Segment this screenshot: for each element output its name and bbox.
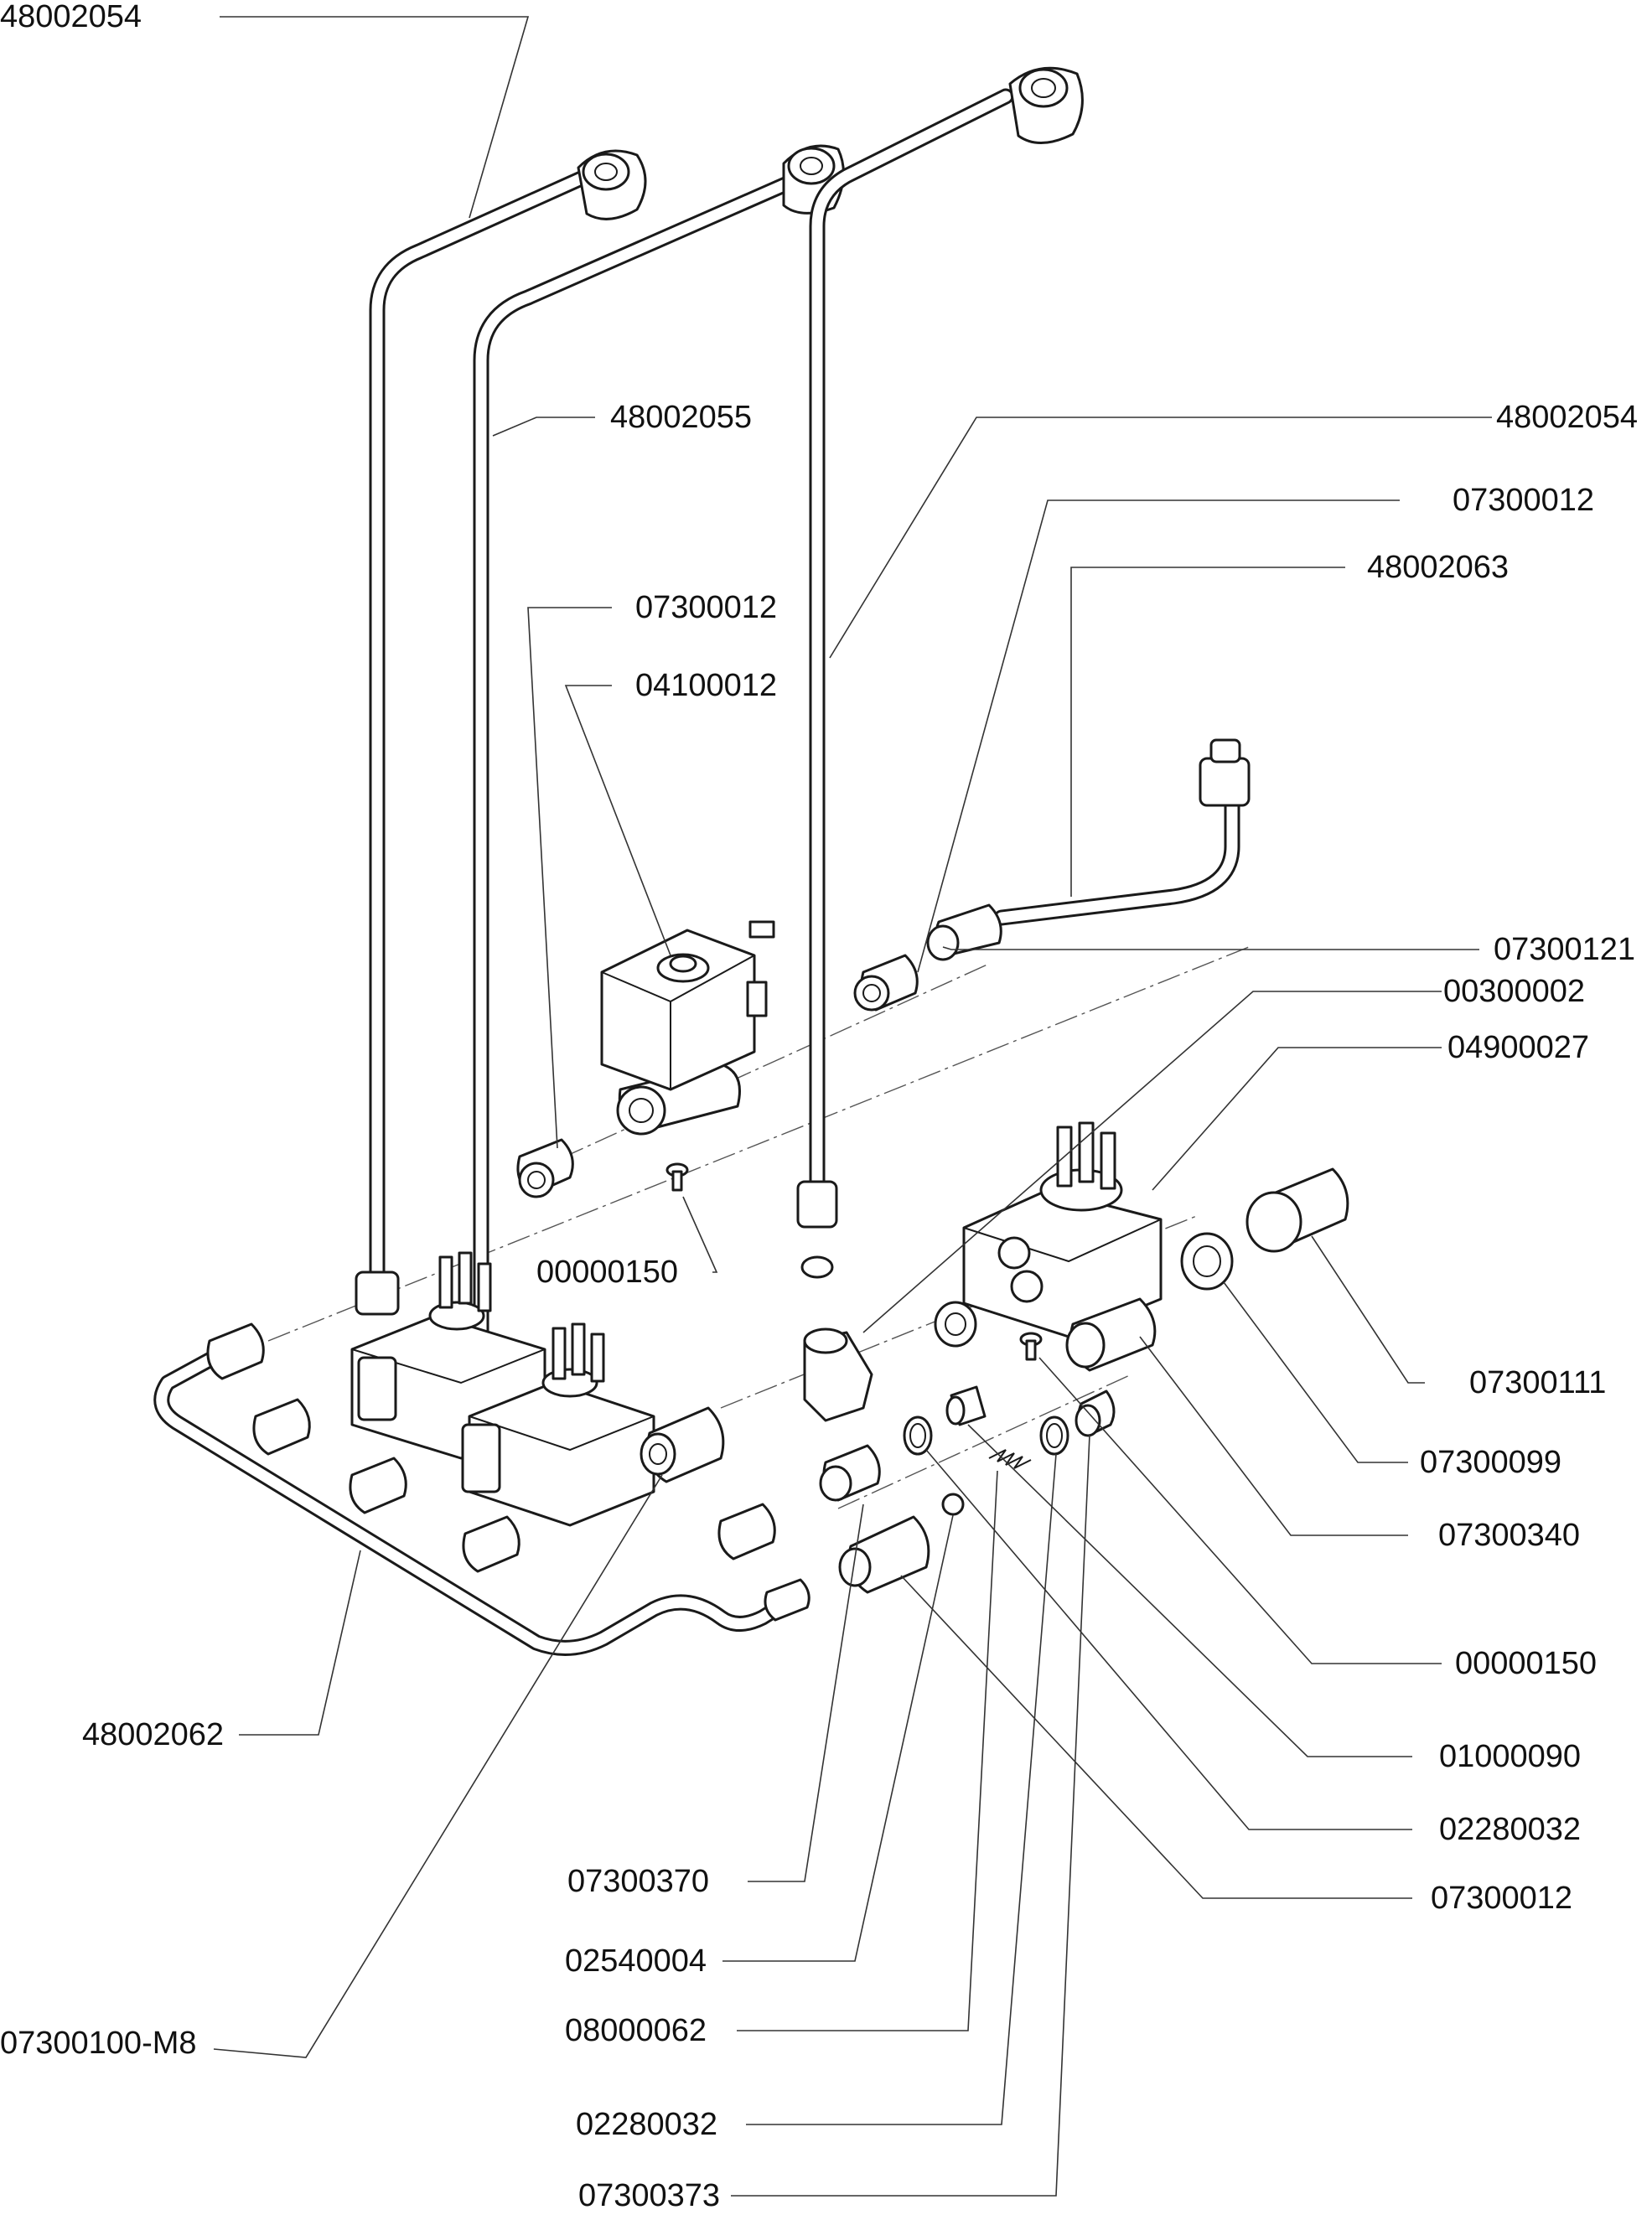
part-07300373 — [1075, 1390, 1116, 1437]
solenoid-valve-04100012 — [600, 920, 775, 1136]
part-07300370 — [819, 1444, 881, 1502]
label-48002062: 48002062 — [82, 1717, 224, 1752]
label-07300099: 07300099 — [1420, 1445, 1561, 1480]
screw-00000150-upper — [665, 1162, 689, 1192]
part-01000090 — [945, 1385, 987, 1426]
label-07300111: 07300111 — [1469, 1365, 1606, 1400]
ball-02540004 — [941, 1493, 965, 1516]
label-48002054-right: 48002054 — [1496, 400, 1638, 435]
fitting-07300012-right — [853, 954, 919, 1012]
part-00300002 — [934, 1301, 977, 1348]
pipe-48002054-left — [369, 149, 647, 1282]
spring-08000062 — [988, 1449, 1032, 1469]
label-07300012-lower: 07300012 — [1431, 1881, 1572, 1916]
part-07300111 — [1245, 1167, 1349, 1253]
label-07300370: 07300370 — [567, 1864, 709, 1899]
label-07300100-m8: 07300100-M8 — [0, 2026, 197, 2061]
label-02540004: 02540004 — [565, 1943, 707, 1979]
fitting-07300012-left — [516, 1138, 574, 1198]
label-07300340: 07300340 — [1438, 1518, 1580, 1553]
label-48002055: 48002055 — [610, 400, 752, 435]
label-04900027: 04900027 — [1447, 1030, 1589, 1065]
screw-00000150-lower — [1019, 1332, 1043, 1361]
label-00300002: 00300002 — [1443, 974, 1585, 1009]
label-07300012-upper-left: 07300012 — [635, 590, 777, 625]
label-02280032-right: 02280032 — [1439, 1812, 1581, 1847]
label-07300012-upper-right: 07300012 — [1453, 483, 1594, 518]
label-01000090: 01000090 — [1439, 1739, 1581, 1774]
pipe-48002063 — [926, 738, 1251, 961]
valve-stem-fittings — [357, 1356, 501, 1493]
fitting-07300100-m8 — [640, 1406, 725, 1483]
label-08000062: 08000062 — [565, 2013, 707, 2048]
label-04100012: 04100012 — [635, 668, 777, 703]
label-00000150-lower: 00000150 — [1455, 1646, 1597, 1681]
label-07300121: 07300121 — [1494, 932, 1635, 967]
part-07300121 — [803, 1327, 873, 1422]
seal-02280032-lower — [1039, 1415, 1069, 1456]
label-48002063: 48002063 — [1367, 550, 1509, 585]
part-07300340 — [1065, 1297, 1157, 1372]
pipe-48002055 — [473, 144, 845, 1349]
label-00000150-upper: 00000150 — [536, 1255, 678, 1290]
leader-lines — [213, 16, 1492, 2197]
label-02280032-left: 02280032 — [576, 2107, 717, 2142]
part-07300099 — [1180, 1232, 1234, 1291]
label-07300373: 07300373 — [578, 2178, 720, 2213]
pipe-48002054-right — [809, 66, 1084, 1190]
pipe-48002062 — [153, 1322, 810, 1656]
label-48002054-top: 48002054 — [0, 0, 142, 34]
part-07300012-lower — [838, 1515, 930, 1594]
seal-02280032-upper — [903, 1415, 933, 1456]
